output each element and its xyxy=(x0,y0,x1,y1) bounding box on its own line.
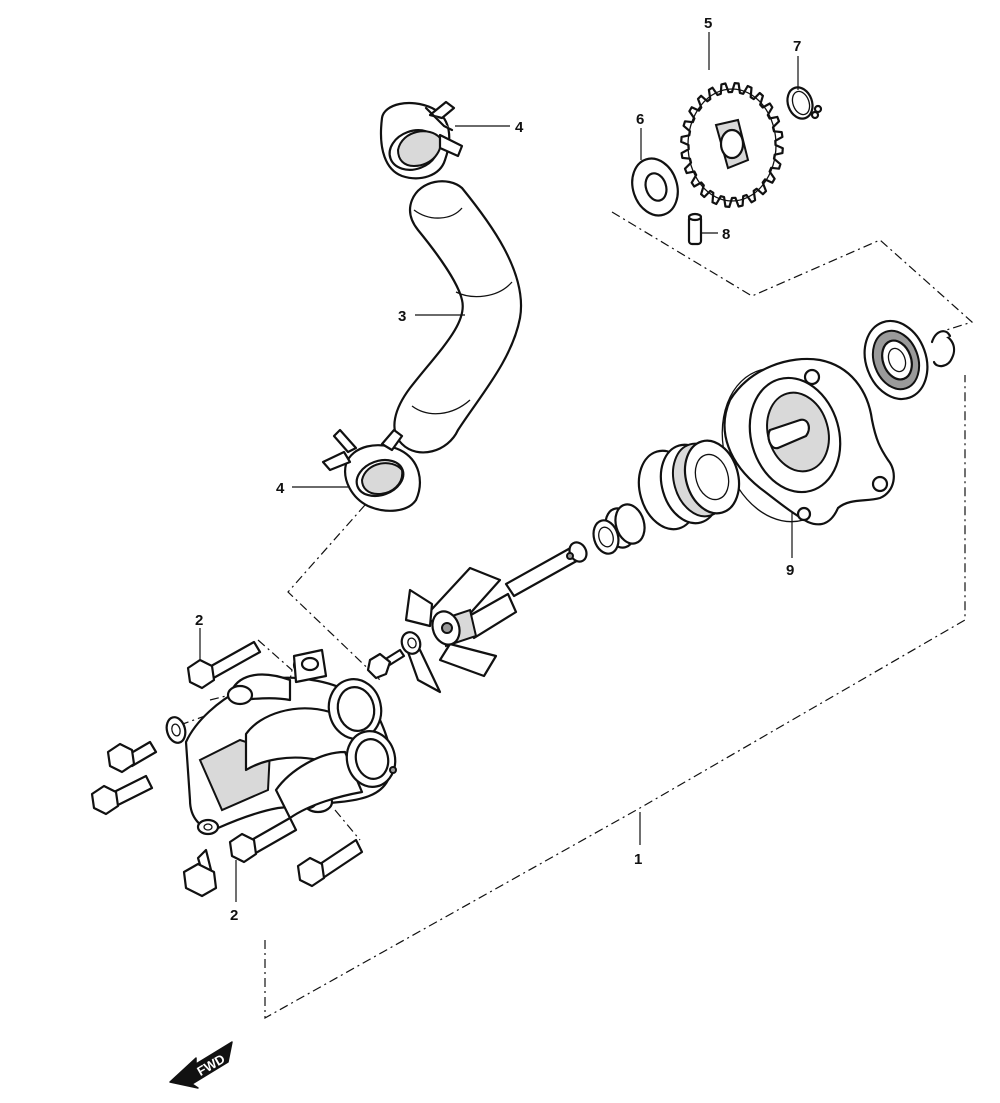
callout-9: 9 xyxy=(786,562,794,579)
drain-bolt xyxy=(182,848,218,898)
callout-7: 7 xyxy=(793,38,801,55)
clamp-to-cover-bracket xyxy=(287,504,381,681)
cover-bolt-bottom-center xyxy=(228,816,298,864)
callout-2-bottom: 2 xyxy=(230,907,238,924)
snap-ring xyxy=(930,330,956,368)
cover-bolt-bottom-right xyxy=(296,838,364,888)
callout-6: 6 xyxy=(636,111,644,128)
coolant-hose xyxy=(393,180,523,454)
drive-gear xyxy=(680,82,784,208)
cover-washers xyxy=(165,716,220,836)
mechanical-seal xyxy=(637,439,741,531)
impeller-washer xyxy=(400,631,422,655)
bearing xyxy=(863,319,929,401)
pump-cover xyxy=(184,648,397,830)
callout-3: 3 xyxy=(398,308,406,325)
cover-bolt-left-upper xyxy=(106,740,158,774)
impeller-bolt xyxy=(366,648,406,680)
callout-1: 1 xyxy=(634,851,642,868)
fwd-arrow: FWD xyxy=(169,1041,233,1089)
pump-shaft xyxy=(504,541,588,598)
hose-clamp-lower xyxy=(321,428,421,512)
callout-labels: 1 2 2 3 4 4 5 6 7 8 9 xyxy=(195,15,801,924)
cover-bolt-left-lower xyxy=(90,774,154,816)
thrust-washer xyxy=(631,157,679,217)
cover-bolt-top xyxy=(186,640,262,690)
pump-body xyxy=(721,357,895,526)
hose-clamp-upper xyxy=(379,100,464,180)
seal-ring-small xyxy=(592,519,620,555)
impeller xyxy=(404,566,518,694)
callout-8: 8 xyxy=(722,226,730,243)
callout-5: 5 xyxy=(704,15,712,32)
leader-lines xyxy=(199,32,799,902)
dowel-pin xyxy=(687,212,703,246)
callout-4-top: 4 xyxy=(515,119,524,136)
assembly-bracket-1 xyxy=(264,375,966,1020)
callout-2-top: 2 xyxy=(195,612,203,629)
circlip xyxy=(786,86,823,120)
callout-4-bottom: 4 xyxy=(276,480,285,497)
gear-group-bracket xyxy=(611,211,974,333)
